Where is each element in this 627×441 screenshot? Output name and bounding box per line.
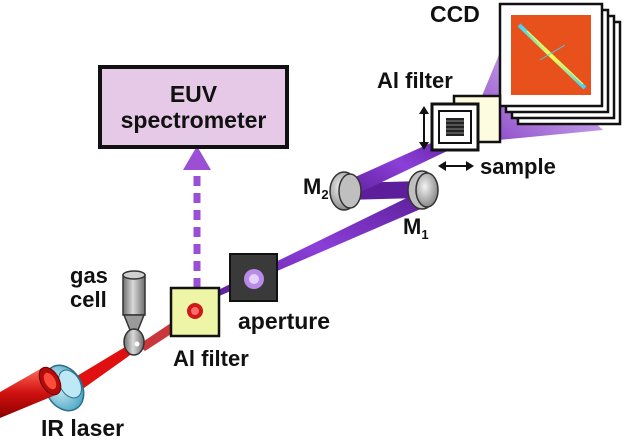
gas-cell-label-line2: cell <box>70 287 107 313</box>
gas-cell-label-line1: gas <box>70 263 108 288</box>
euv-dashed-arrow <box>183 146 211 288</box>
ir-laser-source <box>0 366 62 418</box>
aperture-label: aperture <box>238 308 331 334</box>
euv-spectrometer-label-line2: spectrometer <box>120 107 267 133</box>
m2-label: M2 <box>303 174 329 202</box>
ccd-label: CCD <box>430 1 480 27</box>
gas-cell <box>122 270 146 356</box>
sample-label: sample <box>480 154 556 179</box>
m2-label-sub: 2 <box>321 187 329 202</box>
m1-label-sub: 1 <box>421 227 429 242</box>
al-filter-bottom-label: Al filter <box>173 346 249 371</box>
vertical-translation-arrow <box>419 106 429 150</box>
ccd-detector <box>498 2 622 126</box>
ir-laser-label: IR laser <box>41 415 125 441</box>
mirror-m1 <box>407 170 439 210</box>
aperture-plate <box>229 253 278 302</box>
m2-label-main: M <box>303 174 322 199</box>
m1-label-main: M <box>403 214 422 239</box>
mirror-m2 <box>329 171 362 211</box>
gas-cell-label: gas cell <box>70 263 108 313</box>
al-filter-bottom <box>169 286 221 338</box>
euv-spectrometer-label-line1: EUV <box>169 80 218 107</box>
sample-holder <box>430 102 480 152</box>
m1-label: M1 <box>403 214 429 242</box>
euv-spectrometer-box: EUV spectrometer <box>98 65 289 149</box>
horizontal-translation-arrow <box>438 161 474 171</box>
al-filter-top-label: Al filter <box>377 68 453 93</box>
